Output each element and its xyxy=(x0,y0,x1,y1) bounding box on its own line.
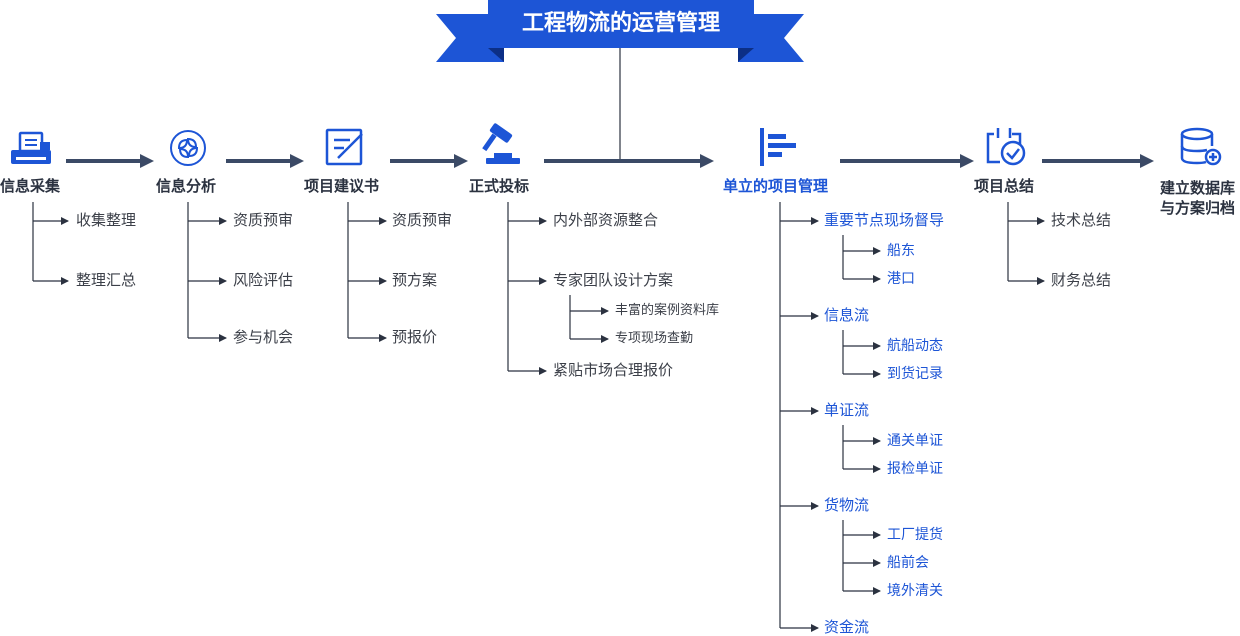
step-label: 信息分析 xyxy=(156,177,217,195)
list-item: 资质预审 xyxy=(392,211,453,229)
edit-document-icon xyxy=(325,128,363,166)
list-item: 货物流 xyxy=(824,496,870,514)
list-item: 资金流 xyxy=(824,618,870,636)
bar-list-icon xyxy=(760,128,796,166)
step-label: 单立的项目管理 xyxy=(723,177,829,195)
step-label: 建立数据库 与方案归档 xyxy=(1160,178,1235,218)
file-drawer-icon xyxy=(11,131,51,164)
list-item: 信息流 xyxy=(824,306,870,324)
list-subitem: 专项现场查勤 xyxy=(615,331,694,346)
list-item: 资质预审 xyxy=(233,211,294,229)
page-title: 工程物流的运营管理 xyxy=(521,11,720,36)
list-subitem: 港口 xyxy=(887,271,915,287)
step-label: 项目建议书 xyxy=(304,177,380,195)
aperture-icon xyxy=(170,130,206,166)
gavel-icon xyxy=(482,123,520,164)
list-item: 参与机会 xyxy=(233,328,294,346)
list-item: 预方案 xyxy=(392,271,438,289)
list-item: 整理汇总 xyxy=(76,271,137,289)
step-label: 项目总结 xyxy=(974,177,1035,195)
list-subitem: 报检单证 xyxy=(887,461,943,477)
step-label: 信息采集 xyxy=(0,177,61,195)
list-item: 紧贴市场合理报价 xyxy=(553,361,674,379)
title-banner xyxy=(436,0,804,62)
list-item: 技术总结 xyxy=(1051,211,1112,229)
list-subitem: 境外清关 xyxy=(887,583,943,599)
list-subitem: 船前会 xyxy=(887,555,929,571)
list-item: 风险评估 xyxy=(233,271,294,289)
list-subitem: 工厂提货 xyxy=(887,527,943,543)
step-label-line: 与方案归档 xyxy=(1160,199,1236,217)
list-subitem: 船东 xyxy=(887,243,915,259)
list-item: 收集整理 xyxy=(76,211,137,229)
list-item: 专家团队设计方案 xyxy=(553,271,674,289)
list-item: 预报价 xyxy=(392,328,438,346)
list-subitem: 通关单证 xyxy=(887,433,943,449)
list-subitem: 丰富的案例资料库 xyxy=(615,303,720,318)
list-item: 单证流 xyxy=(824,401,870,419)
list-subitem: 航船动态 xyxy=(887,338,943,354)
step-label: 正式投标 xyxy=(469,177,530,195)
list-item: 重要节点现场督导 xyxy=(824,211,945,229)
database-add-icon xyxy=(1180,127,1222,166)
list-item: 内外部资源整合 xyxy=(553,211,659,229)
list-subitem: 到货记录 xyxy=(887,366,943,382)
list-item: 财务总结 xyxy=(1051,271,1112,289)
step-label-line: 建立数据库 xyxy=(1160,179,1236,197)
calendar-check-icon xyxy=(986,128,1026,166)
